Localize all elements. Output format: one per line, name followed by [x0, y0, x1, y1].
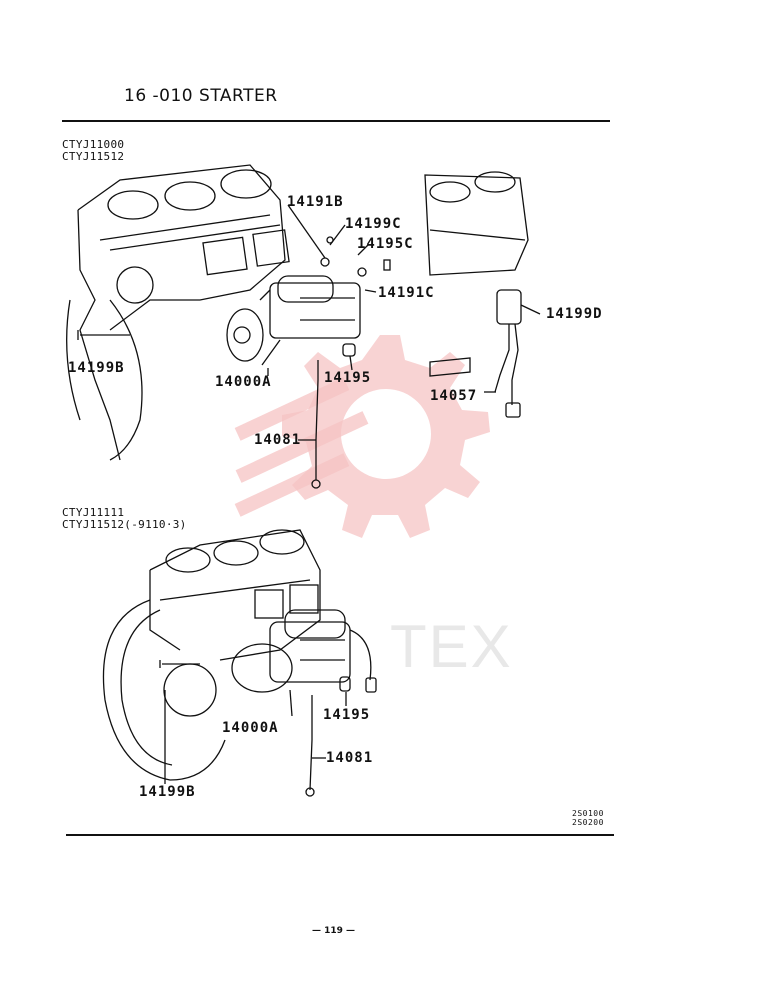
callout-14195c: 14195C	[357, 236, 414, 252]
callout-14081-top: 14081	[254, 432, 302, 448]
callout-14199b-bottom: 14199B	[139, 784, 196, 800]
callout-14195-top: 14195	[324, 370, 372, 386]
watermark-text: TEX	[390, 613, 513, 680]
footer-rule	[66, 834, 614, 836]
callout-14199b-top: 14199B	[68, 360, 125, 376]
callout-14191c: 14191C	[378, 285, 435, 301]
callout-14000a-bottom: 14000A	[222, 720, 279, 736]
callout-14195-bottom: 14195	[323, 707, 371, 723]
callout-14000a-top: 14000A	[215, 374, 272, 390]
callout-14081-bottom: 14081	[326, 750, 374, 766]
page-title: 16 -010 STARTER	[124, 86, 278, 106]
model-code: CTYJ11512(-9110·3)	[62, 518, 187, 531]
callout-14199c: 14199C	[345, 216, 402, 232]
drawing-code: 2S0100	[572, 809, 604, 818]
model-code: CTYJ11111	[62, 506, 125, 519]
model-code: CTYJ11512	[62, 150, 125, 163]
header-rule	[62, 120, 610, 122]
drawing-codes: 2S0100 2S0200	[572, 809, 604, 827]
callout-14191b: 14191B	[287, 194, 344, 210]
model-code: CTYJ11000	[62, 138, 125, 151]
callout-14199d: 14199D	[546, 306, 603, 322]
callout-14057: 14057	[430, 388, 478, 404]
section-2-models: CTYJ11111 CTYJ11512(-9110·3)	[62, 507, 187, 531]
section-1-models: CTYJ11000 CTYJ11512	[62, 139, 124, 163]
drawing-code: 2S0200	[572, 818, 604, 827]
page-number: — 119 —	[312, 926, 356, 936]
